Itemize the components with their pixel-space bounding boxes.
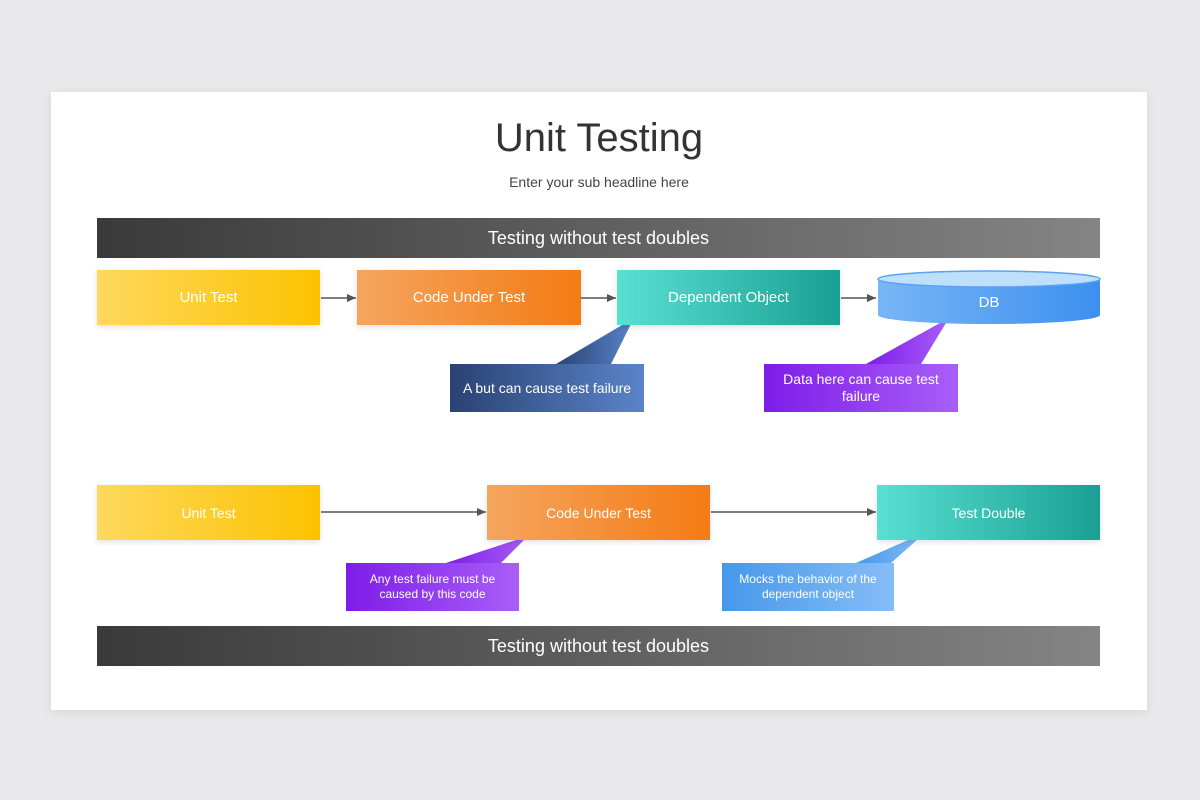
callout-dependent-failure: A but can cause test failure bbox=[450, 364, 644, 412]
page-title: Unit Testing bbox=[494, 116, 704, 160]
callout-code-failure: Any test failure must be caused by this … bbox=[346, 563, 519, 611]
node-code-under-test: Code Under Test bbox=[357, 270, 581, 325]
node-code-under-test-bottom: Code Under Test bbox=[487, 485, 710, 540]
page-subtitle: Enter your sub headline here bbox=[509, 174, 689, 190]
callout-mock-behavior: Mocks the behavior of the dependent obje… bbox=[722, 563, 894, 611]
callout-pointer-3 bbox=[446, 536, 528, 563]
bottom-section-banner: Testing without test doubles bbox=[97, 626, 1100, 666]
node-dependent-object: Dependent Object bbox=[617, 270, 840, 325]
database-icon bbox=[877, 270, 1101, 324]
top-section-banner: Testing without test doubles bbox=[97, 218, 1100, 258]
node-db: DB bbox=[877, 270, 1101, 326]
node-test-double: Test Double bbox=[877, 485, 1100, 540]
node-unit-test: Unit Test bbox=[97, 270, 320, 325]
slide: Unit Testing Enter your sub headline her… bbox=[51, 92, 1147, 710]
db-label: DB bbox=[978, 293, 1000, 311]
node-unit-test-bottom: Unit Test bbox=[97, 485, 320, 540]
callout-db-failure: Data here can cause test failure bbox=[764, 364, 958, 412]
